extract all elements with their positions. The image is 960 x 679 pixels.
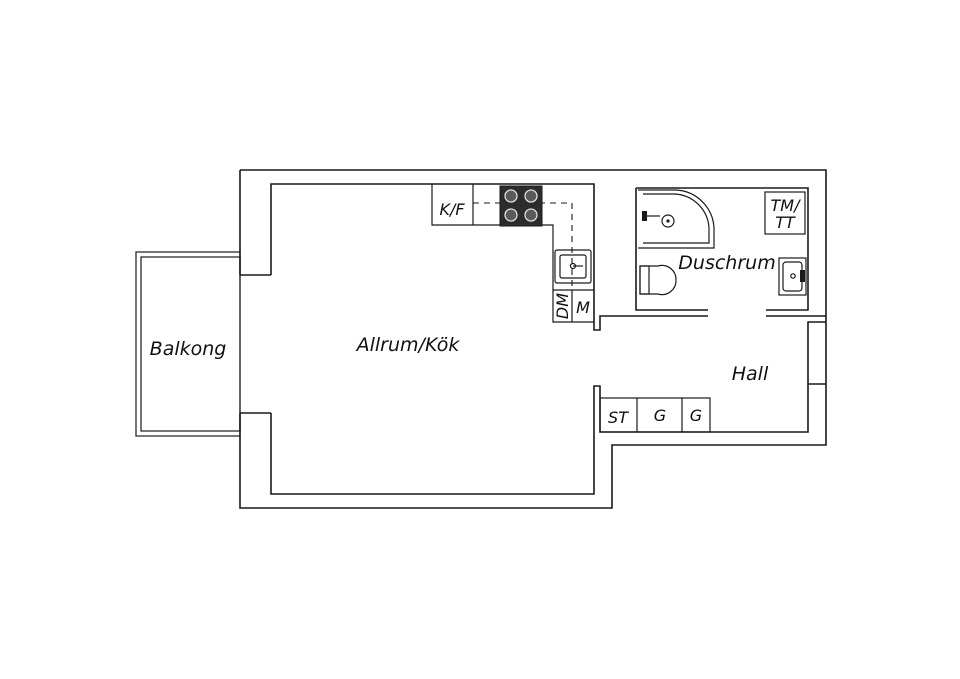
balcony-door-opening — [240, 274, 271, 414]
fixture-label-washer-dryer-line2: TT — [775, 213, 796, 232]
balcony-inner-rail — [140, 256, 241, 432]
room-label-balcony: Balkong — [150, 338, 227, 360]
fixture-label-storage: ST — [608, 408, 629, 427]
hall-wardrobes — [599, 397, 711, 433]
room-label-living-kitchen: Allrum/Kök — [355, 334, 461, 356]
fixture-label-microwave: M — [576, 298, 590, 317]
fixture-label-fridge-freezer: K/F — [439, 200, 465, 219]
fixture-label-dishwasher: DM — [553, 293, 572, 319]
room-label-shower-room: Duschrum — [678, 252, 775, 274]
balcony — [135, 251, 241, 437]
shower-room-wall — [635, 187, 809, 311]
living-room-inner-wall — [270, 183, 826, 495]
fixture-label-wardrobe-1: G — [654, 406, 666, 425]
kitchen-sink-icon — [554, 249, 592, 284]
room-label-hall: Hall — [732, 363, 769, 385]
washer-dryer-box — [764, 191, 806, 235]
washbasin-icon — [778, 257, 807, 296]
stove-icon — [499, 185, 543, 227]
outer-wall — [239, 169, 827, 509]
toilet-icon — [639, 264, 677, 296]
fixture-label-washer-dryer-line1: TM/ — [771, 196, 802, 215]
fixture-label-wardrobe-2: G — [690, 406, 702, 425]
shower-icon — [638, 189, 715, 249]
